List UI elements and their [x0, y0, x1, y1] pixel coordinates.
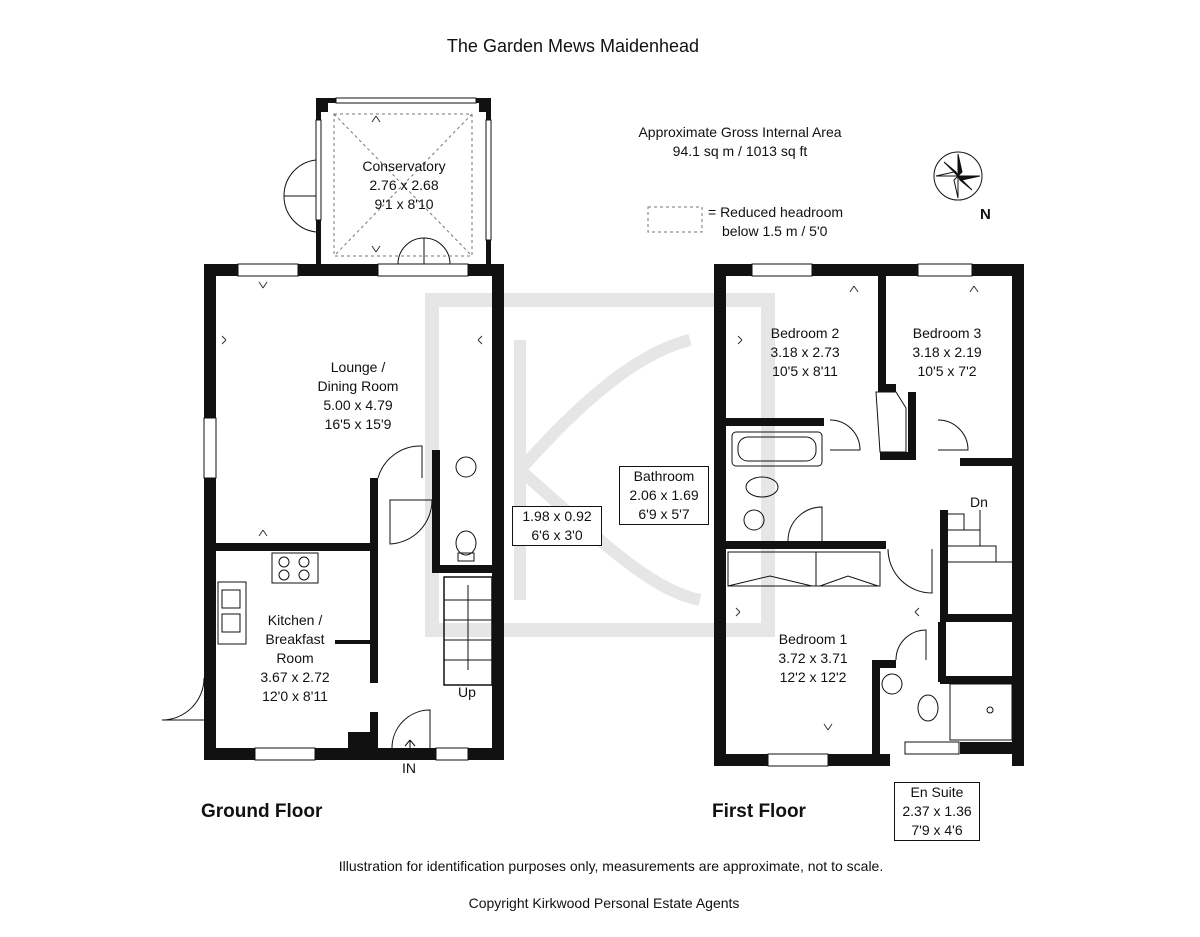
- conservatory-reduced-headroom: [333, 113, 473, 257]
- ground-stairs-up-label: Up: [458, 684, 476, 700]
- reduced-headroom-legend-swatch: [647, 206, 703, 233]
- first-floor-label: First Floor: [712, 801, 806, 822]
- ground-floor-label: Ground Floor: [201, 801, 323, 822]
- gross-area-value: 94.1 sq m / 1013 sq ft: [672, 143, 808, 159]
- wc-dimensions-box: 1.98 x 0.92 6'6 x 3'0: [512, 506, 602, 546]
- bedroom3-label: Bedroom 3 3.18 x 2.19 10'5 x 7'2: [912, 325, 982, 379]
- ensuite-fittings: [881, 673, 1013, 741]
- page-title: The Garden Mews Maidenhead: [446, 36, 700, 56]
- compass-north-label: N: [980, 206, 991, 223]
- compass-rose-icon: [933, 151, 983, 201]
- first-floor-windows: [751, 263, 973, 767]
- wc-fittings: [455, 456, 477, 562]
- gross-area-label: Approximate Gross Internal Area: [638, 124, 842, 140]
- first-floor-stairs: [948, 510, 1012, 563]
- bathroom-dimensions-box: Bathroom 2.06 x 1.69 6'9 x 5'7: [619, 466, 709, 525]
- ensuite-dimensions-box: En Suite 2.37 x 1.36 7'9 x 4'6: [894, 782, 980, 841]
- ground-floor-windows: [203, 97, 492, 761]
- legend-line-2: below 1.5 m / 5'0: [722, 223, 828, 239]
- first-floor-walls: [714, 264, 1024, 766]
- bedroom2-label: Bedroom 2 3.18 x 2.73 10'5 x 8'11: [770, 325, 840, 379]
- bedroom1-label: Bedroom 1 3.72 x 3.71 12'2 x 12'2: [778, 631, 848, 685]
- lounge-dining-label: Lounge / Dining Room 5.00 x 4.79 16'5 x …: [317, 359, 399, 432]
- disclaimer-text: Illustration for identification purposes…: [338, 858, 884, 874]
- entrance-label: IN: [402, 760, 416, 776]
- kitchen-fittings: [217, 552, 319, 645]
- bathroom-fittings: [731, 431, 823, 531]
- kitchen-breakfast-label: Kitchen / Breakfast Room 3.67 x 2.72 12'…: [260, 612, 330, 704]
- ground-floor-doors: [161, 159, 451, 749]
- legend-line-1: = Reduced headroom: [708, 204, 844, 220]
- bedroom1-wardrobes: [727, 551, 881, 587]
- dimension-arrows: [221, 115, 979, 731]
- copyright-text: Copyright Kirkwood Personal Estate Agent…: [468, 895, 740, 911]
- ground-stairs: [444, 585, 492, 670]
- first-stairs-down-label: Dn: [970, 494, 988, 510]
- first-floor-doors: [787, 391, 969, 661]
- entrance-arrow-icon: [404, 739, 416, 760]
- conservatory-label: Conservatory 2.76 x 2.68 9'1 x 8'10: [362, 158, 446, 212]
